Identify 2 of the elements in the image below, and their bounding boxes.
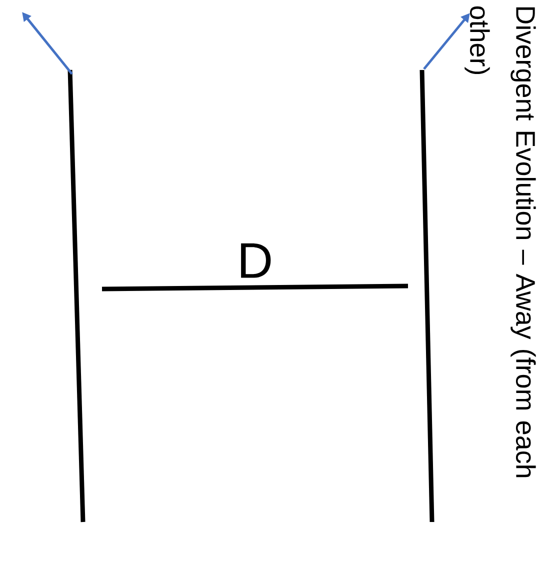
rotated-caption: Divergent Evolution – Away (from each other)	[464, 6, 536, 478]
distance-label: D	[241, 243, 271, 278]
